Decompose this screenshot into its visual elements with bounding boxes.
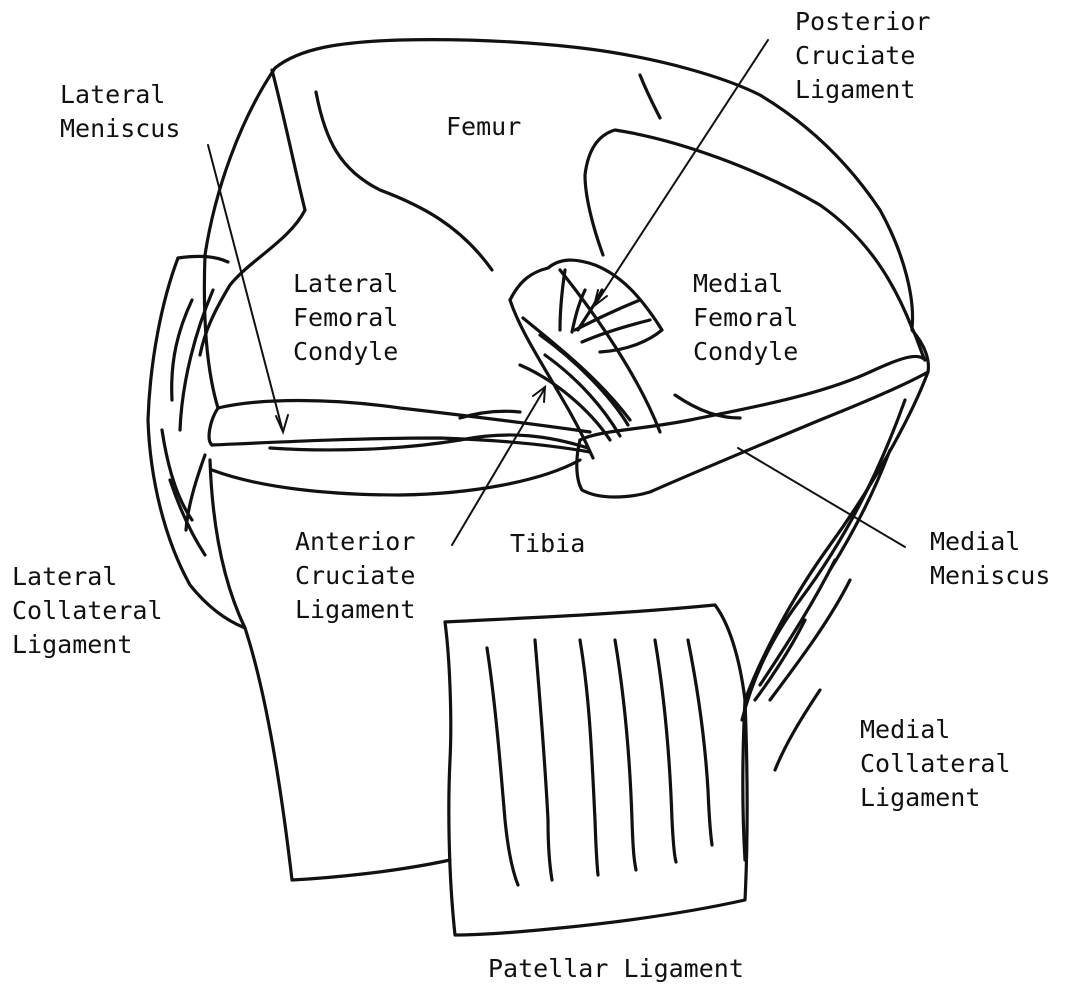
label-line: Cruciate bbox=[295, 561, 415, 590]
label-line: Lateral bbox=[12, 562, 117, 591]
label-medial-collateral-ligament: Medial Collateral Ligament bbox=[860, 715, 1011, 812]
label-line: Meniscus bbox=[60, 114, 180, 143]
leader-lateral-meniscus bbox=[208, 145, 282, 428]
label-posterior-cruciate-ligament: Posterior Cruciate Ligament bbox=[795, 7, 930, 104]
label-line: Cruciate bbox=[795, 41, 915, 70]
label-line: Meniscus bbox=[930, 561, 1050, 590]
patellar-ligament-shape bbox=[445, 605, 747, 935]
label-femur: Femur bbox=[446, 112, 521, 141]
label-line: Collateral bbox=[860, 749, 1011, 778]
label-line: Lateral bbox=[60, 80, 165, 109]
label-line: Femoral bbox=[693, 303, 798, 332]
label-line: Medial bbox=[693, 269, 783, 298]
label-line: Medial bbox=[860, 715, 950, 744]
label-medial-femoral-condyle: Medial Femoral Condyle bbox=[693, 269, 798, 366]
label-lateral-femoral-condyle: Lateral Femoral Condyle bbox=[293, 269, 398, 366]
label-patellar-ligament: Patellar Ligament bbox=[488, 954, 744, 983]
label-line: Femoral bbox=[293, 303, 398, 332]
lateral-collateral-ligament-shape bbox=[148, 256, 245, 628]
label-line: Ligament bbox=[860, 783, 980, 812]
label-line: Ligament bbox=[12, 630, 132, 659]
label-line: Ligament bbox=[295, 595, 415, 624]
leader-posterior-cruciate bbox=[595, 40, 768, 305]
label-anterior-cruciate-ligament: Anterior Cruciate Ligament bbox=[295, 527, 415, 624]
label-line: Medial bbox=[930, 527, 1020, 556]
label-line: Ligament bbox=[795, 75, 915, 104]
label-lateral-meniscus: Lateral Meniscus bbox=[60, 80, 180, 143]
label-line: Posterior bbox=[795, 7, 930, 36]
label-lateral-collateral-ligament: Lateral Collateral Ligament bbox=[12, 562, 163, 659]
label-line: Condyle bbox=[693, 337, 798, 366]
label-line: Anterior bbox=[295, 527, 415, 556]
label-medial-meniscus: Medial Meniscus bbox=[930, 527, 1050, 590]
posterior-cruciate-ligament-shape bbox=[548, 260, 662, 352]
label-tibia: Tibia bbox=[510, 529, 585, 558]
label-line: Condyle bbox=[293, 337, 398, 366]
label-line: Lateral bbox=[293, 269, 398, 298]
label-line: Collateral bbox=[12, 596, 163, 625]
leader-lateral-meniscus-arrow bbox=[276, 415, 288, 432]
